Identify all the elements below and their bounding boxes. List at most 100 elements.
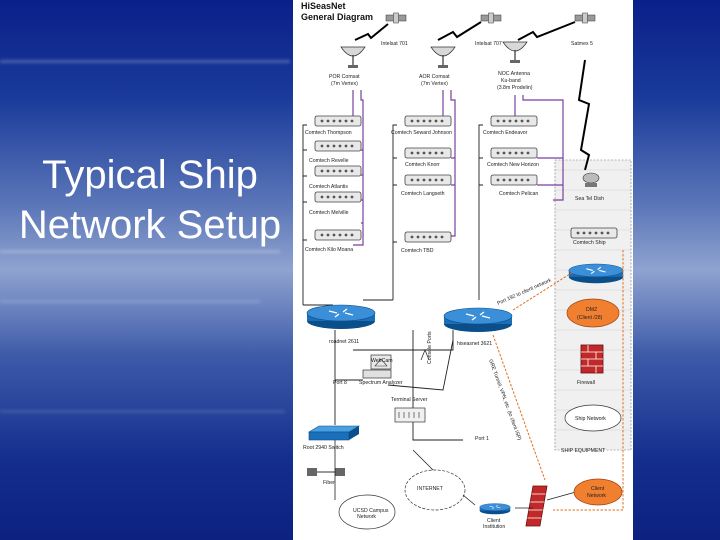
router-label: roadnet 2611 bbox=[329, 339, 359, 345]
ship-modem-label: Comtech Ship bbox=[573, 240, 606, 246]
modem-label: Comtech Thompson bbox=[305, 130, 352, 136]
satellite-icon bbox=[480, 12, 502, 24]
background-streak bbox=[0, 60, 290, 63]
ship-router-icon bbox=[568, 263, 624, 284]
modem-label: Comtech Seward Johnson bbox=[391, 130, 452, 136]
slide-title: Typical Ship Network Setup bbox=[0, 150, 300, 250]
modem-icon bbox=[314, 229, 362, 241]
dmz-label: DMZ bbox=[586, 307, 597, 313]
uplink-bolt bbox=[517, 21, 576, 41]
diagram-header-line1: HiSeasNet bbox=[301, 1, 346, 11]
modem-label: Comtech Endeavor bbox=[483, 130, 528, 136]
campus-cloud-icon bbox=[338, 494, 396, 530]
background-streak bbox=[0, 300, 260, 303]
modem-icon bbox=[314, 115, 362, 127]
satellite-label: Intelsat 701 bbox=[381, 41, 408, 47]
dish-label: (7m Vertex) bbox=[331, 81, 358, 87]
slide-title-line2: Network Setup bbox=[18, 203, 282, 247]
port-label: Port 8 bbox=[333, 380, 347, 386]
modem-label: Comtech TBD bbox=[401, 248, 434, 254]
modem-label: Comtech Knorr bbox=[405, 162, 440, 168]
terminal-server-label: Terminal Server bbox=[391, 397, 428, 403]
fiber-icon bbox=[307, 468, 345, 476]
fiber-label: Fiber bbox=[323, 480, 335, 486]
modem-icon bbox=[314, 165, 362, 177]
satellite-icon bbox=[574, 12, 596, 24]
modem-label: Comtech Melville bbox=[309, 210, 349, 216]
client-institution-label: Client bbox=[487, 518, 501, 524]
modem-icon bbox=[490, 115, 538, 127]
client-router-icon bbox=[479, 503, 511, 515]
ship-dish-label: Sea Tel Dish bbox=[575, 196, 604, 202]
firewall-icon bbox=[580, 344, 604, 374]
router-label: hiseasnet 3621 bbox=[457, 341, 492, 347]
spectrum-analyzer-icon bbox=[362, 369, 392, 379]
dish-label: Ku-band bbox=[501, 78, 521, 84]
internet-cloud-icon bbox=[404, 469, 466, 511]
ship-dish-icon bbox=[582, 172, 600, 187]
network-diagram: HiSeasNet General Diagram SHIP EQUIPMENT… bbox=[293, 0, 633, 540]
background-streak bbox=[0, 410, 285, 413]
dish-label: (7m Vertex) bbox=[421, 81, 448, 87]
dish-label: POR Comsat bbox=[329, 74, 360, 80]
modem-icon bbox=[490, 147, 538, 159]
ship-network-cloud-icon bbox=[564, 404, 622, 432]
dish-label: (3.8m Prodelin) bbox=[497, 85, 533, 91]
client-network-cloud-icon bbox=[573, 478, 623, 506]
dish-icon bbox=[502, 41, 528, 64]
console-ports-icon bbox=[420, 348, 430, 361]
console-ports-label: Console Ports bbox=[427, 331, 433, 364]
switch-label: Root 2940 Switch bbox=[303, 445, 344, 451]
campus-label: UCSD Campus bbox=[353, 508, 389, 514]
ship-network-label: Ship Network bbox=[575, 416, 606, 422]
internet-label: INTERNET bbox=[417, 486, 444, 492]
modem-icon bbox=[404, 231, 452, 243]
switch-icon bbox=[307, 425, 361, 441]
satellite-label: Satmex 5 bbox=[571, 41, 593, 47]
modem-label: Comtech Kilo Moana bbox=[305, 247, 353, 253]
client-links bbox=[515, 489, 584, 509]
ship-modem-icon bbox=[570, 227, 618, 239]
modem-icon bbox=[404, 174, 452, 186]
modem-label: Comtech Pelican bbox=[499, 191, 538, 197]
firewall-label: Firewall bbox=[577, 380, 595, 386]
modem-icon bbox=[490, 174, 538, 186]
background-streak bbox=[0, 250, 280, 253]
router-icon bbox=[443, 307, 513, 333]
modem-label: Comtech Revelle bbox=[309, 158, 349, 164]
backbone-lines bbox=[302, 124, 483, 441]
dish-label: NOC Antenna bbox=[498, 71, 530, 77]
uplink-bolt bbox=[354, 23, 389, 41]
spectrum-analyzer-label: Spectrum Analyzer bbox=[359, 380, 403, 386]
slide-title-line1: Typical Ship bbox=[42, 153, 258, 197]
uplink-bolt bbox=[437, 21, 482, 41]
client-institution-label: Institution bbox=[483, 524, 505, 530]
client-network-label: Network bbox=[587, 493, 606, 499]
terminal-server-icon bbox=[394, 407, 426, 423]
port-label: Port 1 bbox=[475, 436, 489, 442]
dish-icon bbox=[430, 46, 456, 69]
satellite-label: Intelsat 707 bbox=[475, 41, 502, 47]
modem-label: Comtech Langseth bbox=[401, 191, 445, 197]
webcam-icon bbox=[370, 354, 392, 370]
diagram-header-line2: General Diagram bbox=[301, 12, 373, 22]
modem-icon bbox=[314, 140, 362, 152]
client-firewall-icon bbox=[525, 485, 548, 527]
campus-label: Network bbox=[357, 514, 376, 520]
ship-equipment-label: SHIP EQUIPMENT bbox=[561, 448, 606, 454]
webcam-label: WebCam bbox=[371, 358, 393, 364]
lab-links bbox=[334, 440, 476, 506]
client-network-label: Client bbox=[591, 486, 605, 492]
dish-label: AOR Comsat bbox=[419, 74, 450, 80]
tunnel-label: GRE Tunnel, VPN, etc. (to client ISP) bbox=[487, 359, 522, 442]
satellite-icon bbox=[385, 12, 407, 24]
modem-label: Comtech Atlantis bbox=[309, 184, 348, 190]
dish-icon bbox=[340, 46, 366, 69]
modem-icon bbox=[404, 115, 452, 127]
modem-label: Comtech New Horizon bbox=[487, 162, 539, 168]
dmz-cloud-icon bbox=[566, 298, 620, 328]
modem-icon bbox=[314, 191, 362, 203]
downlink-bolt bbox=[577, 59, 591, 171]
tunnel-path bbox=[492, 250, 624, 511]
modem-icon bbox=[404, 147, 452, 159]
